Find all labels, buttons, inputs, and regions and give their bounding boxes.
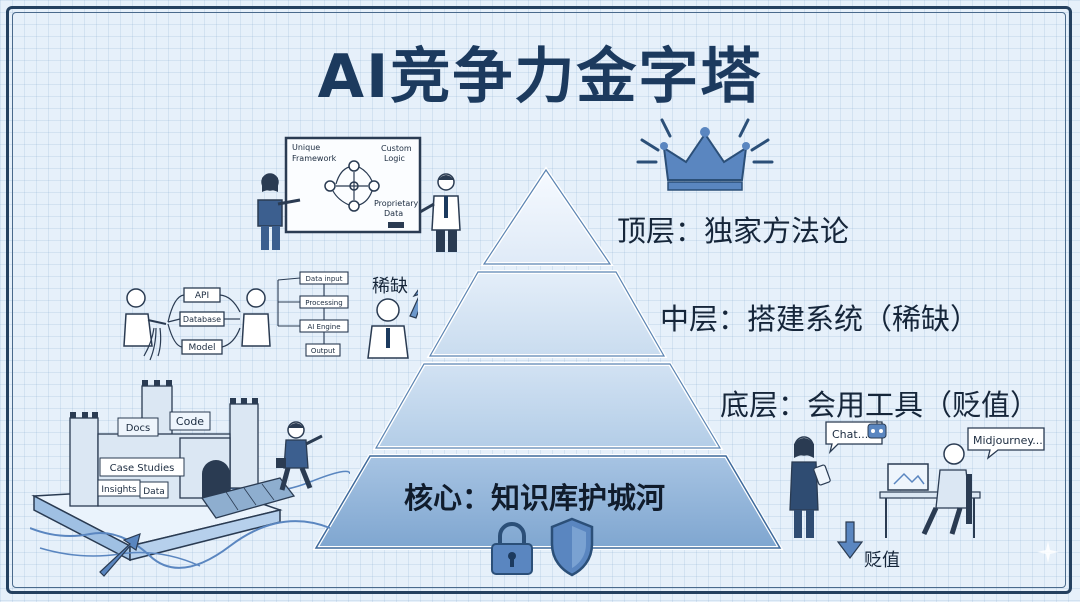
chat-bubble-text: Chat... — [832, 428, 868, 441]
lock-icon — [488, 518, 536, 578]
sys-database: Database — [183, 315, 221, 324]
wb-proprietary: Proprietary — [374, 199, 419, 208]
sparkle-icon — [1036, 540, 1060, 564]
tools-illustration: Chat... Midjourney... — [776, 418, 1046, 568]
castle-case-studies: Case Studies — [110, 463, 175, 474]
wb-logic: Logic — [384, 154, 405, 163]
sys-model: Model — [188, 343, 215, 353]
sys-output: Output — [311, 347, 336, 355]
middle-layer-label: 中层：搭建系统（稀缺） — [660, 296, 979, 338]
wb-data: Data — [384, 209, 403, 218]
sys-data-input: Data input — [306, 275, 343, 283]
castle-insights: Insights — [101, 485, 136, 495]
wb-framework: Framework — [292, 154, 337, 163]
wb-custom: Custom — [381, 144, 412, 153]
wb-unique: Unique — [292, 143, 320, 152]
sys-processing: Processing — [305, 299, 342, 307]
top-layer-label: 顶层：独家方法论 — [617, 208, 849, 250]
castle-docs: Docs — [126, 423, 151, 434]
pyramid-top-layer — [484, 170, 610, 264]
pyramid-middle-layer — [430, 272, 664, 356]
scarce-label: 稀缺 — [372, 272, 408, 298]
pyramid-bottom-layer — [376, 364, 720, 448]
midjourney-bubble-text: Midjourney... — [973, 434, 1043, 447]
shield-icon — [548, 516, 596, 578]
castle-code: Code — [176, 415, 204, 428]
page-title: AI竞争力金字塔 — [0, 28, 1080, 115]
devalue-label: 贬值 — [864, 546, 900, 572]
castle-illustration: Docs Code Case Studies Insights Data — [30, 378, 350, 578]
sys-ai-engine: AI Engine — [307, 323, 340, 331]
sys-api: API — [195, 291, 209, 301]
core-layer-label: 核心：知识库护城河 — [404, 475, 665, 517]
whiteboard-illustration: Unique Framework Custom Logic Proprietar… — [248, 134, 478, 258]
castle-data: Data — [143, 487, 165, 497]
